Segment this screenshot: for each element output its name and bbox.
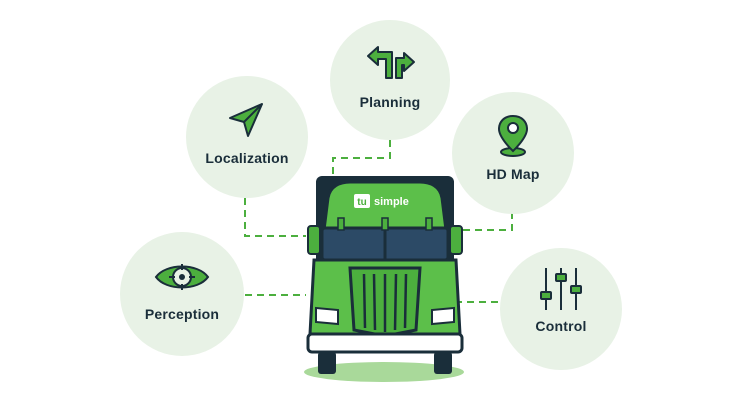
truck-cab-roof bbox=[322, 180, 448, 232]
right-mirror bbox=[449, 225, 463, 255]
perception-label: Perception bbox=[144, 306, 220, 322]
truck-shadow bbox=[304, 362, 464, 382]
planning-label: Planning bbox=[359, 94, 421, 110]
connector-localization bbox=[244, 198, 306, 237]
localization-label: Localization bbox=[205, 150, 289, 166]
planning-node: Planning bbox=[330, 20, 450, 140]
right-wheel bbox=[434, 352, 452, 374]
sliders-icon bbox=[540, 268, 582, 310]
hdmap-label: HD Map bbox=[486, 166, 540, 182]
eye-target-icon bbox=[154, 264, 210, 290]
hdmap-node: HD Map bbox=[452, 92, 574, 214]
split-arrow-icon bbox=[367, 46, 415, 79]
control-node: Control bbox=[500, 248, 622, 370]
logo-badge bbox=[354, 194, 370, 208]
left-mirror bbox=[307, 225, 321, 255]
localization-node: Localization bbox=[186, 76, 308, 198]
control-label: Control bbox=[535, 318, 587, 334]
truck-illustration: tu simple bbox=[304, 176, 464, 382]
navigation-arrow-icon bbox=[229, 103, 263, 137]
right-headlight bbox=[431, 306, 455, 326]
connector-hdmap bbox=[455, 212, 513, 231]
logo-badge-text: tu bbox=[357, 197, 366, 208]
left-headlight bbox=[315, 306, 339, 326]
left-wheel bbox=[318, 352, 336, 374]
map-pin-icon bbox=[497, 114, 529, 157]
connector-planning bbox=[332, 140, 391, 180]
perception-node: Perception bbox=[120, 232, 244, 356]
logo-word: simple bbox=[374, 196, 409, 208]
truck-bumper bbox=[306, 332, 464, 354]
